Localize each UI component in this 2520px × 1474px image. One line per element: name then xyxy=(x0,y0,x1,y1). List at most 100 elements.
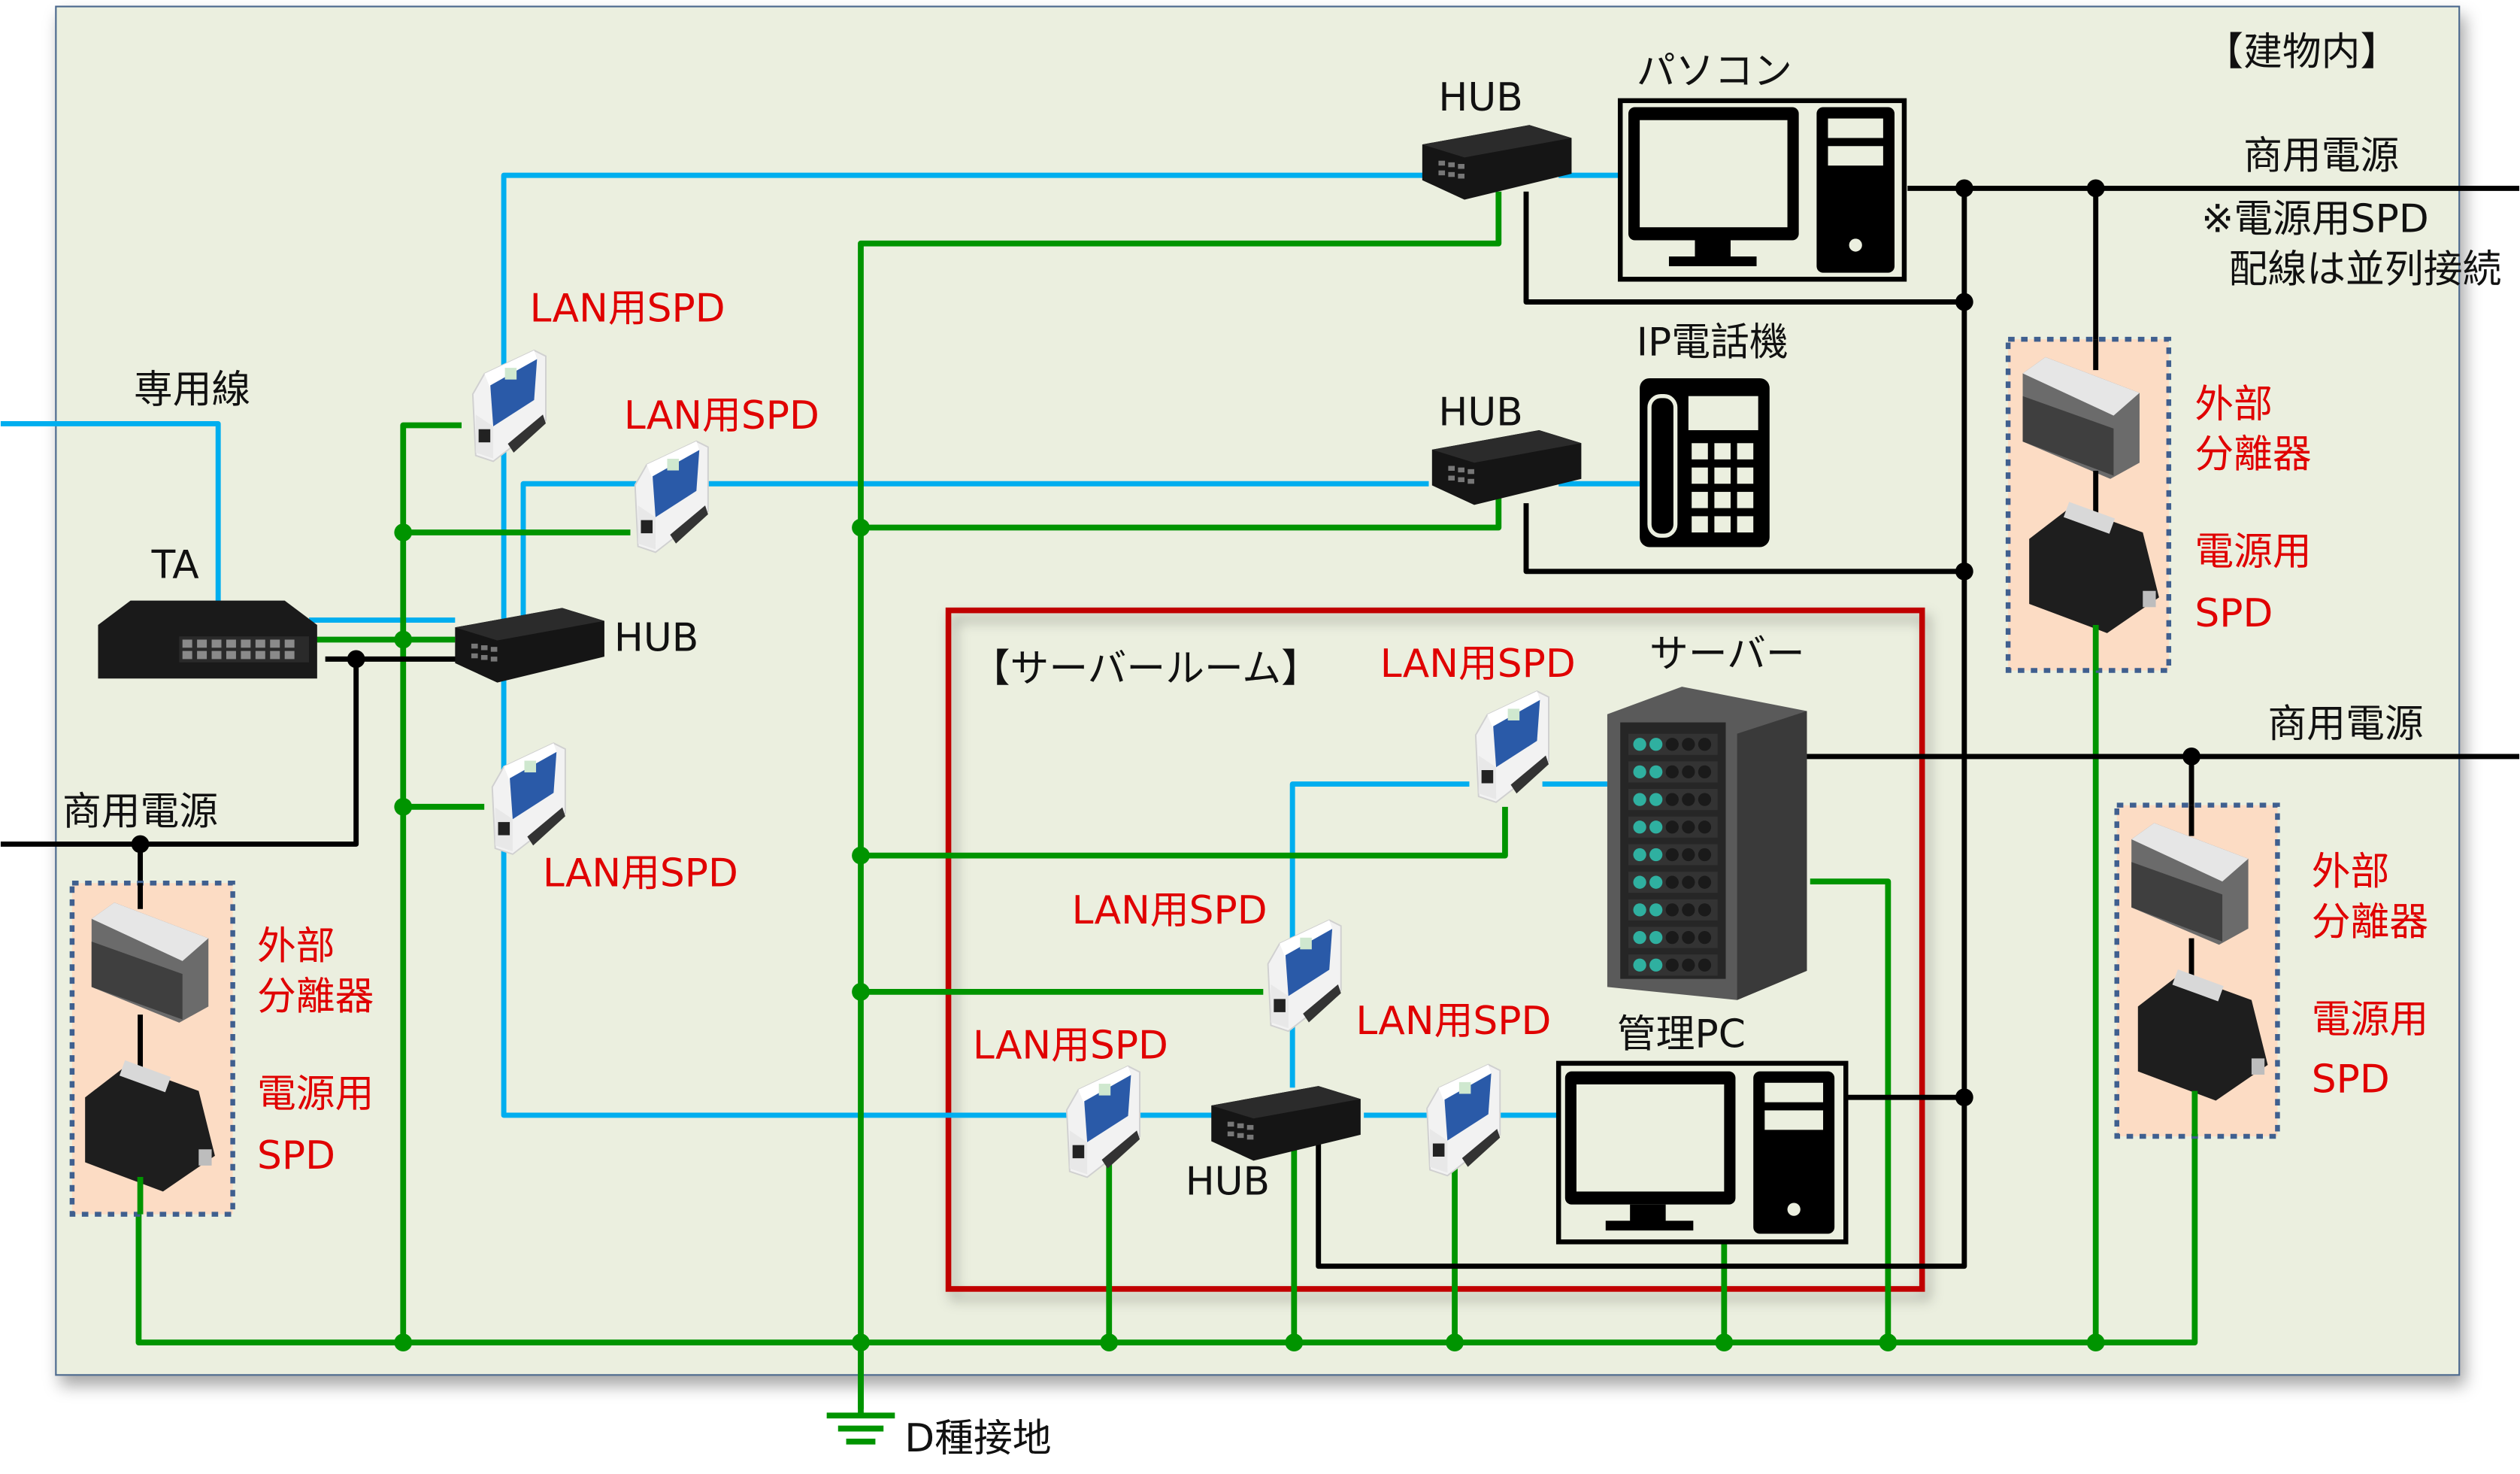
external-disconnector-icon xyxy=(91,902,209,1023)
server-led xyxy=(1633,903,1646,917)
server-led xyxy=(1698,903,1712,917)
power-spd-icon xyxy=(85,1060,215,1192)
hub-label-phone: HUB xyxy=(1438,390,1522,435)
server-led xyxy=(1698,930,1712,945)
server-led xyxy=(1665,793,1679,806)
server-led xyxy=(1698,958,1712,972)
power-spd-label: 電源用 xyxy=(257,1072,374,1117)
dedicated-line-label: 専用線 xyxy=(134,367,250,412)
server-led xyxy=(1633,848,1646,862)
server-led xyxy=(1649,765,1663,779)
server-led xyxy=(1649,738,1663,751)
server-led xyxy=(1633,930,1646,945)
hub-label-pc: HUB xyxy=(1438,75,1522,120)
external-disconnector-label: 外部 xyxy=(257,924,335,969)
server-led xyxy=(1633,958,1646,972)
server-led xyxy=(1698,765,1712,779)
server-led xyxy=(1698,738,1712,751)
lan-spd-label: LAN用SPD xyxy=(1072,888,1268,933)
ground-junctions xyxy=(394,518,2105,1352)
server-led xyxy=(1633,875,1646,889)
server-led xyxy=(1665,848,1679,862)
lan-spd-label: LAN用SPD xyxy=(624,393,819,438)
server-led xyxy=(1649,820,1663,834)
ta-device xyxy=(98,600,317,679)
server-led xyxy=(1665,765,1679,779)
server-led xyxy=(1649,793,1663,806)
external-disconnector-icon xyxy=(2022,356,2140,479)
lan-spd-label: LAN用SPD xyxy=(530,286,725,331)
hub-label-server-room: HUB xyxy=(1186,1160,1270,1205)
power-spd-label: 電源用 xyxy=(2194,529,2311,575)
hub-label-main: HUB xyxy=(614,616,698,661)
power-spd-icon xyxy=(2029,502,2159,633)
lan-spd-label: LAN用SPD xyxy=(1355,999,1551,1044)
server-led xyxy=(1698,793,1712,806)
power-spd-label: 電源用 xyxy=(2312,997,2428,1042)
server-led xyxy=(1682,930,1695,945)
note-line-1: ※電源用SPD xyxy=(2201,197,2429,242)
server-led xyxy=(1665,875,1679,889)
power-spd-label: SPD xyxy=(2312,1057,2390,1102)
server-led xyxy=(1649,875,1663,889)
ip-phone-label: IP電話機 xyxy=(1637,320,1789,365)
server-led xyxy=(1665,958,1679,972)
server-led xyxy=(1682,820,1695,834)
server-room-title: 【サーバールーム】 xyxy=(971,647,1320,692)
server-led xyxy=(1665,820,1679,834)
server-led xyxy=(1633,738,1646,751)
power-spd-icon xyxy=(2137,969,2268,1101)
external-disconnector-icon xyxy=(2131,823,2249,945)
power-spd-group-right-bottom xyxy=(2114,802,2280,1139)
server-led xyxy=(1633,765,1646,779)
server-led xyxy=(1682,848,1695,862)
server-led xyxy=(1682,903,1695,917)
server-led xyxy=(1633,793,1646,806)
pc-label: パソコン xyxy=(1637,49,1792,94)
server-led xyxy=(1682,958,1695,972)
note-line-2: 配線は並列接続 xyxy=(2229,247,2502,293)
server-led xyxy=(1665,738,1679,751)
server-led xyxy=(1649,903,1663,917)
lan-spd-label: LAN用SPD xyxy=(973,1023,1168,1068)
server-led xyxy=(1698,848,1712,862)
server-led xyxy=(1682,793,1695,806)
server-room-border xyxy=(945,607,1925,1292)
server-led xyxy=(1698,820,1712,834)
admin-pc-icon xyxy=(1555,1060,1849,1245)
ground-label: D種接地 xyxy=(904,1416,1051,1461)
admin-pc-label: 管理PC xyxy=(1617,1011,1746,1057)
server-led xyxy=(1649,848,1663,862)
power-spd-group-right-top xyxy=(2005,336,2172,673)
external-disconnector-label: 分離器 xyxy=(2312,899,2428,945)
power-spd-group-left xyxy=(69,881,235,1217)
commercial-power-label-top: 商用電源 xyxy=(2243,133,2399,178)
power-spd-label: SPD xyxy=(2194,591,2273,636)
server-led xyxy=(1649,930,1663,945)
server-led xyxy=(1665,903,1679,917)
pc-icon xyxy=(1617,98,1907,282)
server-led xyxy=(1649,958,1663,972)
server-led xyxy=(1682,765,1695,779)
server-led xyxy=(1698,875,1712,889)
server-led xyxy=(1665,930,1679,945)
server-label: サーバー xyxy=(1649,632,1805,677)
server-led xyxy=(1682,875,1695,889)
power-spd-label: SPD xyxy=(257,1133,335,1178)
external-disconnector-label: 分離器 xyxy=(2194,432,2311,478)
commercial-power-label-mid: 商用電源 xyxy=(2267,702,2423,747)
external-disconnector-label: 外部 xyxy=(2194,382,2273,427)
lan-spd-label: LAN用SPD xyxy=(543,851,738,896)
server-icon xyxy=(1607,687,1807,1000)
ip-phone-icon xyxy=(1640,378,1770,547)
commercial-power-label-left: 商用電源 xyxy=(62,790,218,835)
building-title: 【建物内】 xyxy=(2204,29,2399,74)
server-led xyxy=(1633,820,1646,834)
external-disconnector-label: 外部 xyxy=(2312,849,2390,894)
power-junctions xyxy=(131,179,2200,1107)
ta-label: TA xyxy=(151,542,199,587)
server-led xyxy=(1682,738,1695,751)
lan-spd-label: LAN用SPD xyxy=(1380,641,1576,687)
external-disconnector-label: 分離器 xyxy=(257,975,374,1020)
